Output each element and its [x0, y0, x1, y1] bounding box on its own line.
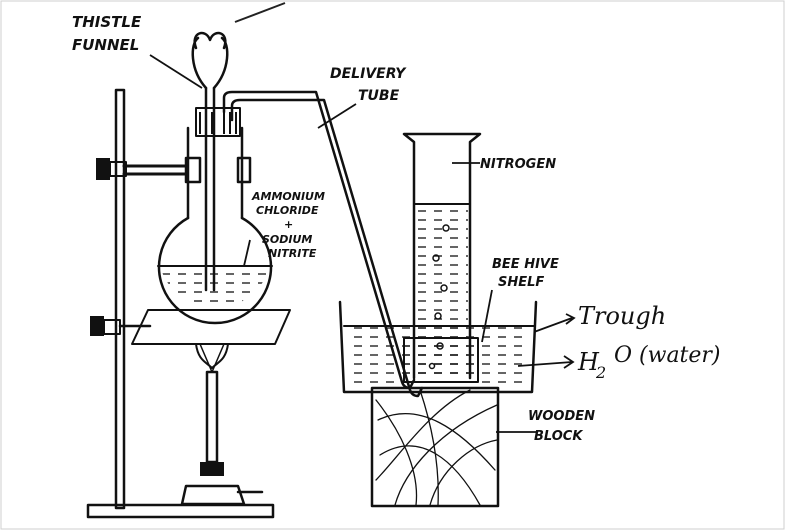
label-block-1: WOODEN: [528, 409, 595, 424]
label-block-2: BLOCK: [534, 429, 583, 444]
stand-base: [86, 503, 275, 519]
label-water-sub: 2: [595, 363, 606, 382]
label-reagent-3: +: [284, 218, 293, 231]
label-water-h: H: [577, 348, 600, 376]
bunsen-burner: [180, 343, 264, 506]
label-thistle-1: THISTLE: [72, 13, 142, 31]
label-reagent-4: SODIUM: [262, 233, 312, 246]
upper-clamp-screw: [96, 158, 110, 180]
label-reagent-1: AMMONIUM: [251, 190, 325, 203]
label-trough: Trough: [578, 302, 666, 330]
wooden-block: [370, 386, 500, 508]
label-delivery-2: TUBE: [358, 88, 400, 104]
upper-boss-head: [109, 161, 127, 177]
leader-lines: [149, 54, 576, 433]
label-shelf-1: BEE HIVE: [492, 257, 559, 272]
stand-rod: [114, 88, 126, 510]
label-reagent-5: NITRITE: [268, 247, 317, 260]
flask-clamp-right: [236, 156, 252, 184]
cork-stopper: [195, 107, 241, 137]
label-nitrogen: NITROGEN: [480, 157, 556, 172]
gas-jar: [402, 132, 482, 380]
label-shelf-2: SHELF: [498, 275, 544, 290]
lower-clamp-screw: [90, 316, 104, 336]
label-thistle-2: FUNNEL: [72, 36, 139, 54]
stray-mark: [234, 2, 286, 23]
wire-gauze: [131, 309, 291, 345]
label-reagent-2: CHLORIDE: [256, 204, 319, 217]
lower-boss-head: [103, 319, 121, 335]
flask-clamp-left: [184, 156, 202, 184]
retort-stand: [86, 88, 275, 519]
label-delivery-1: DELIVERY: [330, 66, 407, 82]
label-water-rest: O (water): [614, 343, 721, 368]
thistle-funnel: [191, 31, 229, 292]
diagram-labels: THISTLE FUNNEL DELIVERY TUBE NITROGEN AM…: [72, 13, 721, 444]
